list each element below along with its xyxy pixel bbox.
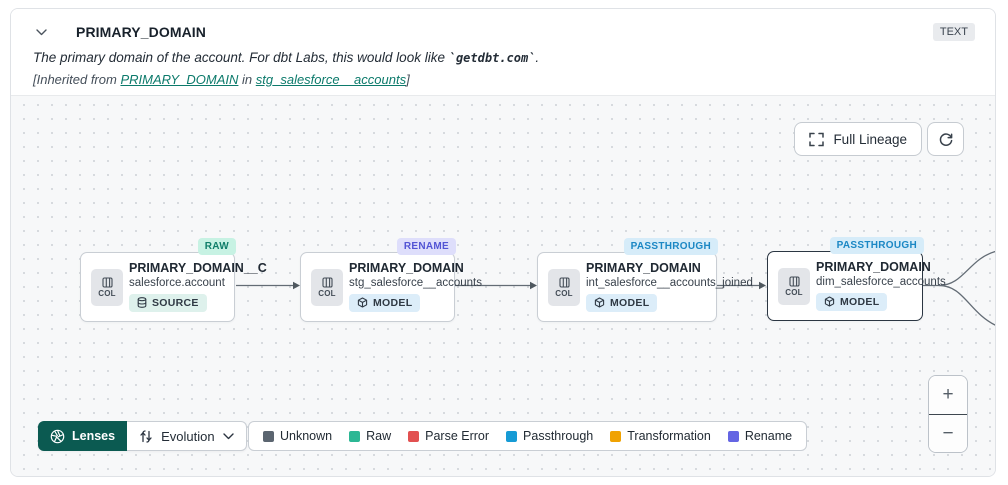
expand-icon <box>809 132 825 146</box>
legend-item-unknown: Unknown <box>263 429 332 443</box>
legend-swatch <box>610 430 622 442</box>
chevron-down-icon <box>222 432 234 439</box>
column-kind-chip: COL <box>311 268 343 306</box>
legend-item-passthrough: Passthrough <box>506 429 593 443</box>
column-kind-chip: COL <box>548 268 580 306</box>
page-title: PRIMARY_DOMAIN <box>76 24 206 40</box>
column-kind-chip: COL <box>778 267 810 305</box>
legend-swatch <box>408 430 420 442</box>
legend-item-parse-error: Parse Error <box>408 429 489 443</box>
evolution-icon <box>140 429 152 443</box>
legend-item-raw: Raw <box>349 429 391 443</box>
refresh-icon <box>939 133 952 147</box>
resource-type-badge: MODEL <box>816 292 888 311</box>
lenses-button[interactable]: Lenses <box>38 421 128 451</box>
evolution-type-badge: PASSTHROUGH <box>623 238 718 255</box>
evolution-type-badge: PASSTHROUGH <box>829 237 924 254</box>
inherited-model-link[interactable]: stg_salesforce__accounts <box>255 72 407 87</box>
lineage-node-dim-salesforce-accounts[interactable]: PASSTHROUGH COL PRIMARY_DOMAIN dim_sales… <box>767 237 946 321</box>
column-description: The primary domain of the account. For d… <box>33 50 540 65</box>
legend-swatch <box>349 430 361 442</box>
zoom-in-button[interactable]: + <box>929 376 967 414</box>
refresh-lineage-button[interactable] <box>927 122 964 156</box>
legend-swatch <box>263 430 274 442</box>
full-lineage-button[interactable]: Full Lineage <box>794 122 922 156</box>
legend-swatch <box>727 430 739 442</box>
lineage-canvas[interactable]: Full Lineage RAW COL PRIMARY_DOMAIN__C s… <box>11 96 995 476</box>
node-subtitle: stg_salesforce__accounts <box>349 276 482 289</box>
model-icon <box>357 297 368 308</box>
evolution-legend: Unknown Raw Parse Error Passthrough Tran… <box>248 421 808 451</box>
column-lineage-panel: PRIMARY_DOMAIN TEXT The primary domain o… <box>10 8 996 477</box>
evolution-type-badge: RENAME <box>396 238 456 255</box>
lineage-node-salesforce-account[interactable]: RAW COL PRIMARY_DOMAIN__C salesforce.acc… <box>80 238 267 322</box>
zoom-out-button[interactable]: − <box>929 414 967 452</box>
inline-code: `getdbt.com` <box>448 51 536 65</box>
lens-aperture-icon <box>50 429 65 443</box>
column-header: PRIMARY_DOMAIN TEXT The primary domain o… <box>11 9 995 96</box>
collapse-chevron-icon[interactable] <box>33 24 49 40</box>
node-title: PRIMARY_DOMAIN <box>816 259 931 274</box>
columns-icon <box>101 276 113 288</box>
node-subtitle: dim_salesforce_accounts <box>816 275 946 288</box>
columns-icon <box>558 276 570 288</box>
resource-type-badge: MODEL <box>586 293 658 312</box>
evolution-type-badge: RAW <box>197 238 236 255</box>
model-icon <box>824 296 835 307</box>
data-type-badge: TEXT <box>932 23 975 41</box>
model-icon <box>594 297 605 308</box>
node-subtitle: salesforce.account <box>129 276 225 289</box>
lens-selector[interactable]: Evolution <box>127 421 247 451</box>
resource-type-badge: MODEL <box>349 293 421 312</box>
source-icon <box>137 297 147 309</box>
node-title: PRIMARY_DOMAIN__C <box>129 260 267 275</box>
lenses-control: Lenses Evolution <box>38 421 247 451</box>
zoom-controls: + − <box>928 375 968 453</box>
full-lineage-label: Full Lineage <box>833 131 907 147</box>
node-title: PRIMARY_DOMAIN <box>586 260 701 275</box>
columns-icon <box>321 276 333 288</box>
lens-selected-label: Evolution <box>161 428 215 444</box>
inherited-from-note: [Inherited from PRIMARY_DOMAIN in stg_sa… <box>33 72 410 87</box>
inherited-column-link[interactable]: PRIMARY_DOMAIN <box>120 72 239 87</box>
columns-icon <box>788 275 800 287</box>
legend-item-transformation: Transformation <box>610 429 711 443</box>
lineage-node-int-salesforce-accounts-joined[interactable]: PASSTHROUGH COL PRIMARY_DOMAIN int_sales… <box>537 238 753 322</box>
resource-type-badge: SOURCE <box>129 293 207 312</box>
lineage-node-stg-salesforce-accounts[interactable]: RENAME COL PRIMARY_DOMAIN stg_salesforce… <box>300 238 482 322</box>
lenses-label: Lenses <box>72 429 116 443</box>
legend-item-rename: Rename <box>727 429 792 443</box>
node-title: PRIMARY_DOMAIN <box>349 260 464 275</box>
legend-swatch <box>506 430 518 442</box>
column-kind-chip: COL <box>91 268 123 306</box>
node-subtitle: int_salesforce__accounts_joined <box>586 276 753 289</box>
